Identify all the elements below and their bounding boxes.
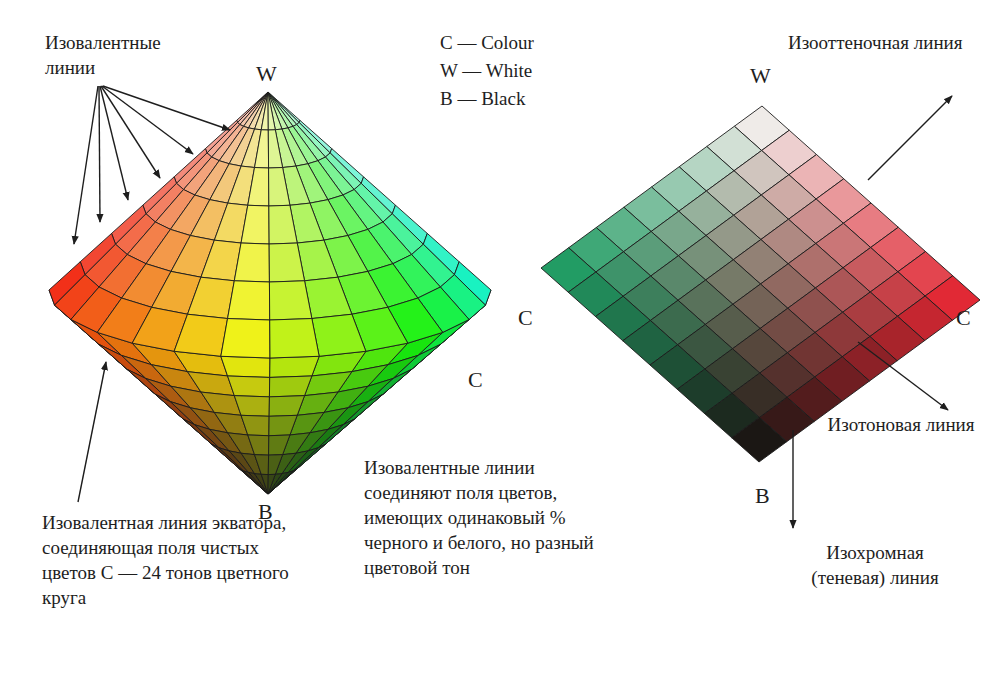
label: C (956, 306, 971, 330)
label: W — White (440, 58, 532, 83)
solid-cell (269, 376, 311, 397)
solid-cell (228, 376, 270, 397)
solid-cell (241, 415, 269, 435)
solid-cell (268, 474, 282, 494)
solid-cell (248, 435, 269, 455)
leader-line (101, 86, 160, 178)
label: W (256, 62, 277, 86)
solid-cell (269, 415, 297, 435)
solid-cell (174, 314, 227, 356)
solid-cell (234, 396, 269, 417)
solid-cell (228, 281, 270, 320)
leader-line (74, 86, 98, 244)
solid-cell (261, 92, 268, 130)
solid-cell (255, 92, 268, 130)
solid-cell (261, 474, 268, 494)
label: Изотоновая линия (826, 412, 976, 437)
solid-cell (269, 396, 304, 417)
solid-cell (248, 168, 269, 206)
color-solid (49, 92, 491, 494)
solid-cell (269, 168, 290, 206)
leader-line (868, 96, 952, 180)
solid-cell (268, 92, 282, 130)
solid-cell (255, 455, 269, 475)
label: Изовалентная линия экватора, соединяющая… (42, 510, 302, 610)
solid-cell (268, 472, 288, 494)
solid-cell (268, 455, 282, 475)
solid-cell (305, 277, 352, 318)
leader-line (102, 86, 193, 154)
grid-cell (732, 418, 787, 463)
label: B — Black (440, 86, 526, 111)
solid-cell (234, 243, 269, 282)
solid-cell (268, 92, 275, 130)
solid-cell (249, 472, 268, 494)
solid-cell (268, 130, 282, 168)
leader-line (103, 86, 230, 130)
label: C — Colour (440, 30, 534, 55)
label: Изовалентные линии (45, 30, 185, 80)
label: B (755, 484, 770, 508)
label: W (750, 64, 771, 88)
solid-cell (244, 471, 268, 494)
leader-line (792, 430, 793, 528)
label: Изовалентные линии соединяют поля цветов… (364, 455, 604, 580)
solid-cell (241, 205, 269, 244)
solid-cell (269, 205, 297, 244)
solid-cell (255, 130, 269, 168)
label: C (518, 306, 533, 330)
solid-cell (270, 319, 319, 358)
solid-cell (221, 356, 270, 377)
leader-line (99, 86, 100, 222)
solid-cell (269, 243, 304, 282)
solid-cell (268, 474, 275, 494)
solid-cell (249, 92, 268, 129)
label: C (468, 368, 483, 392)
solid-cell (268, 471, 293, 494)
solid-cell (312, 314, 366, 356)
solid-cell (188, 277, 235, 318)
leader-line (78, 362, 106, 502)
cross-section (541, 106, 980, 462)
solid-cell (221, 319, 270, 358)
leader-line (858, 342, 948, 410)
solid-cell (269, 435, 290, 455)
solid-cell (269, 281, 311, 320)
solid-cell (255, 474, 268, 494)
label: Изооттеночная линия (788, 30, 973, 55)
solid-cell (268, 92, 288, 129)
label: Изохромная (теневая) линия (800, 540, 950, 590)
solid-cell (270, 356, 319, 377)
